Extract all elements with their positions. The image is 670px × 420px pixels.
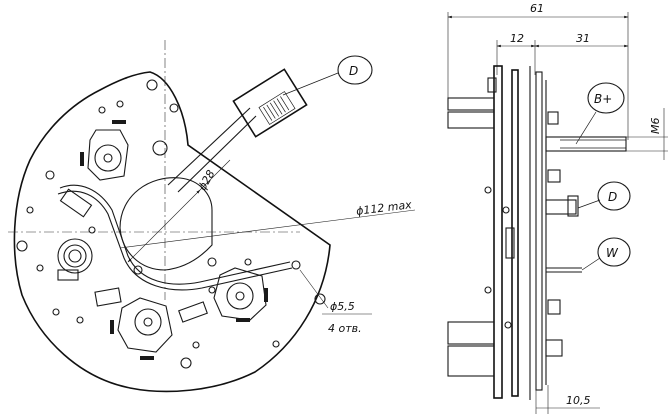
stud-left-small <box>487 77 497 93</box>
hole <box>152 140 168 156</box>
hole <box>88 226 96 234</box>
callout-leader-d-front <box>282 72 339 96</box>
plate-side-1 <box>493 65 503 399</box>
terminal-arm-upper <box>167 107 251 186</box>
callout-label-b-plus: B+ <box>594 92 612 106</box>
hole <box>45 170 55 180</box>
hole <box>272 340 280 348</box>
hole <box>98 106 106 114</box>
plate-side-2 <box>511 69 519 397</box>
stud-left-upper-2 <box>447 111 495 129</box>
mounting-hole <box>314 293 326 305</box>
plate-outline <box>13 71 331 393</box>
component-rect-1 <box>59 188 93 218</box>
stud-left-lower-2 <box>447 345 495 377</box>
hole <box>52 308 60 316</box>
callout-leader-d-side <box>577 199 601 209</box>
label-phi112: ϕ112 max <box>355 198 412 218</box>
label-10-5: 10,5 <box>566 394 591 407</box>
terminal-arm-lower <box>177 115 257 193</box>
hole <box>192 341 200 349</box>
dim-line-phi112 <box>119 209 416 249</box>
plate-side-3 <box>535 71 543 391</box>
wire-trace <box>59 184 291 285</box>
side-view: 61 12 31 <box>447 2 668 414</box>
callout-label-w: W <box>606 246 619 260</box>
mounting-hole <box>180 357 192 369</box>
callout-bubble-w <box>597 237 631 267</box>
rivet <box>502 206 510 214</box>
callout-bubble-d-side <box>597 181 631 211</box>
label-hole-count: 4 отв. <box>328 322 362 335</box>
callout-label-d-side: D <box>608 190 617 204</box>
stud-left-upper <box>447 97 495 111</box>
component-rect-4 <box>57 269 79 281</box>
terminal-d-side <box>545 199 577 215</box>
rivet <box>504 321 512 329</box>
callout-leader-b-plus <box>575 111 597 145</box>
central-cutout <box>119 177 213 271</box>
mounting-hole <box>146 79 158 91</box>
label-phi5: ϕ5,5 <box>330 300 355 313</box>
terminal-d-side-tip <box>567 195 579 217</box>
tab-feature <box>505 227 515 259</box>
hole <box>76 316 84 324</box>
diode-left <box>57 238 93 274</box>
hole <box>208 286 216 294</box>
hole <box>26 206 34 214</box>
mounting-hole <box>16 240 28 252</box>
tab-feature <box>545 339 563 357</box>
diode-cluster-lower <box>110 297 173 360</box>
tab-feature <box>547 169 561 183</box>
dim-ext-phi28 <box>199 159 231 191</box>
callout-leader-w <box>581 257 601 271</box>
callout-label-d-front: D <box>349 64 358 78</box>
callout-bubble-d-front <box>337 55 373 85</box>
label-31: 31 <box>576 32 590 45</box>
terminal-connector-d <box>232 68 308 138</box>
dim-leader-phi5 <box>299 269 329 309</box>
bolt-b-plus <box>545 136 627 152</box>
callout-bubble-b-plus <box>587 82 625 114</box>
hole <box>133 265 143 275</box>
label-12: 12 <box>510 32 524 45</box>
hole <box>291 260 301 270</box>
hole <box>36 264 44 272</box>
component-rect-3 <box>178 301 208 323</box>
dim-line-phi28 <box>127 189 201 263</box>
hole <box>207 257 217 267</box>
stud-left-lower <box>447 321 495 345</box>
hole <box>169 103 179 113</box>
label-61: 61 <box>530 2 544 15</box>
component-rect-2 <box>94 287 122 307</box>
front-view: D <box>8 40 416 393</box>
diode-cluster-upper <box>80 120 129 181</box>
diode-cluster-right <box>213 267 268 322</box>
hole <box>116 100 124 108</box>
rivet <box>484 286 492 294</box>
tab-feature <box>547 299 561 315</box>
rivet <box>484 186 492 194</box>
tab-feature <box>547 111 559 125</box>
wire-trace <box>57 190 293 291</box>
label-m6: M6 <box>649 118 662 135</box>
hole <box>244 258 252 266</box>
